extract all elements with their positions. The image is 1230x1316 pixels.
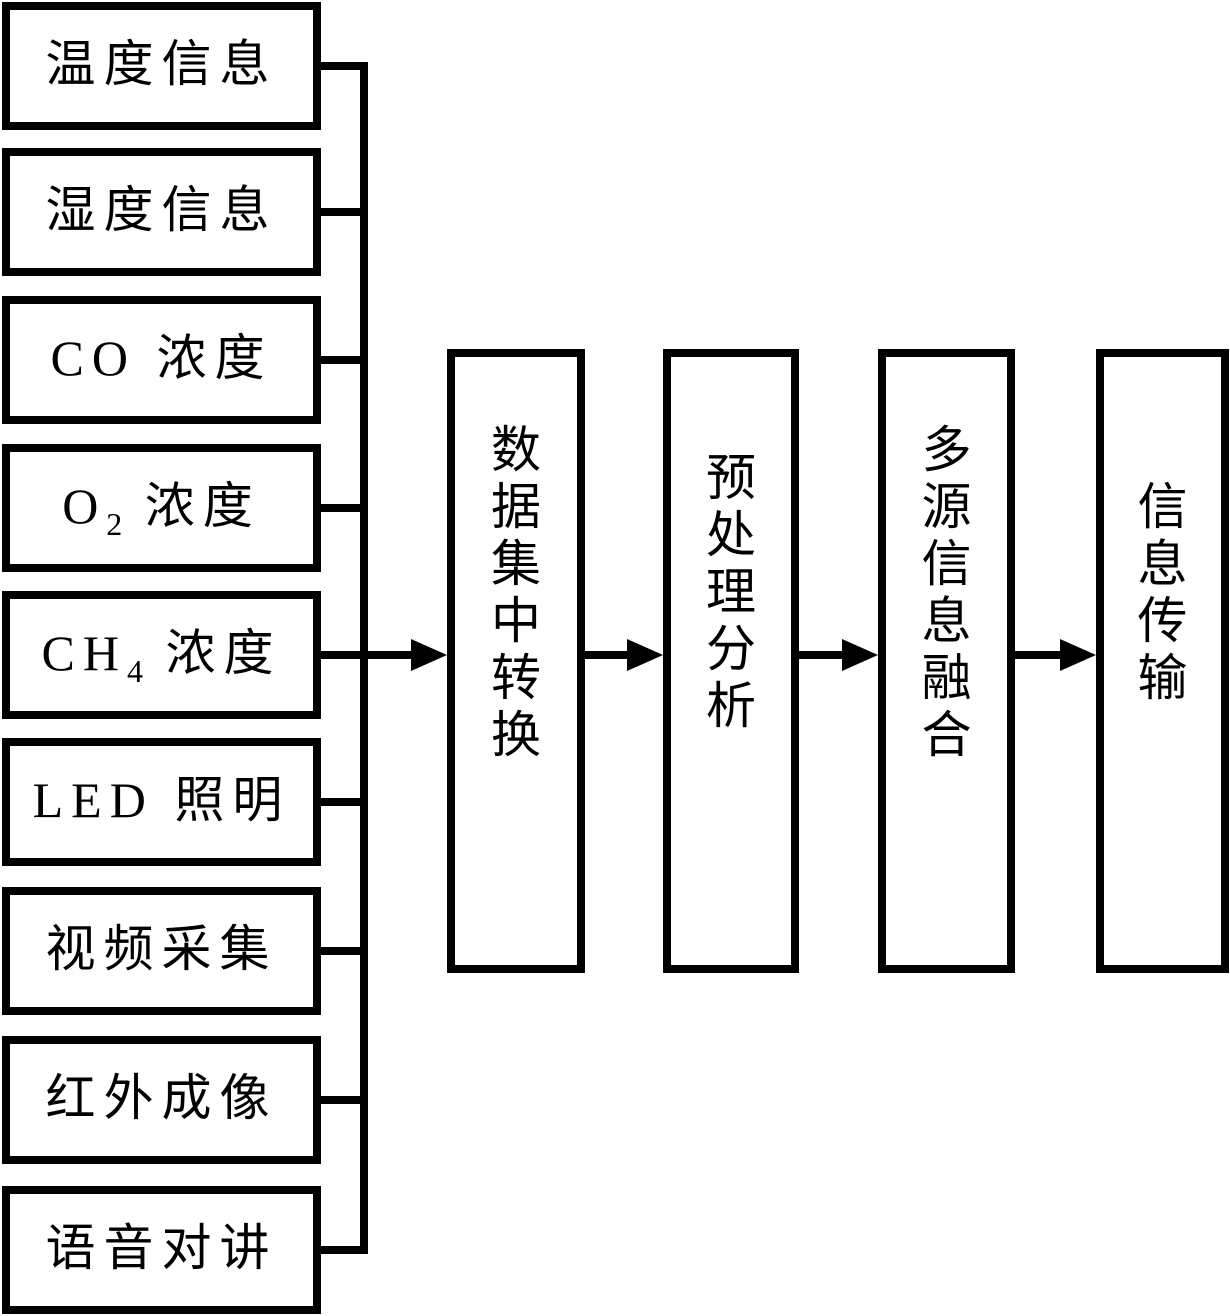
process-box-info-transmission: 信息传输 — [1096, 349, 1229, 973]
source-box-co-concentration: CO 浓度 — [2, 296, 321, 424]
arrow-1-line — [579, 651, 629, 659]
arrow-3-line — [1009, 651, 1062, 659]
source-box-infrared-imaging: 红外成像 — [2, 1036, 321, 1164]
source-box-label: CO 浓度 — [50, 329, 273, 386]
process-box-label: 多源信息融合 — [921, 422, 972, 763]
source-box-label: 湿度信息 — [45, 181, 278, 238]
source-box-o2-concentration: O2 浓度 — [2, 444, 321, 572]
process-box-multisource-fusion: 多源信息融合 — [878, 349, 1015, 973]
process-box-preprocessing-analysis: 预处理分析 — [663, 349, 799, 973]
arrow-1-head-icon — [627, 639, 663, 671]
stub-line-8 — [313, 1096, 368, 1104]
stub-line-3 — [313, 356, 368, 364]
source-box-temperature-info: 温度信息 — [2, 2, 321, 130]
source-box-label: 红外成像 — [45, 1069, 278, 1126]
source-box-label: 视频采集 — [45, 920, 278, 977]
arrow-2-line — [793, 651, 844, 659]
source-box-video-capture: 视频采集 — [2, 887, 321, 1015]
source-box-label: 温度信息 — [45, 35, 278, 92]
source-box-label: LED 照明 — [32, 771, 291, 828]
arrow-3-head-icon — [1060, 639, 1096, 671]
arrow-main-line — [313, 651, 413, 659]
process-box-label: 信息传输 — [1137, 479, 1188, 706]
stub-line-2 — [313, 208, 368, 216]
source-box-label: 语音对讲 — [45, 1219, 278, 1276]
process-box-label: 预处理分析 — [706, 450, 756, 734]
stub-line-4 — [313, 504, 368, 512]
process-box-label: 数据集中转换 — [491, 422, 541, 763]
source-box-label: CH4 浓度 — [41, 624, 282, 689]
arrow-2-head-icon — [842, 639, 878, 671]
stub-line-1 — [313, 62, 368, 70]
stub-line-7 — [313, 947, 368, 955]
source-box-label: O2 浓度 — [62, 477, 261, 542]
subscript: 4 — [126, 652, 145, 689]
source-box-voice-intercom: 语音对讲 — [2, 1186, 321, 1314]
process-box-data-conversion: 数据集中转换 — [447, 349, 585, 973]
source-box-led-lighting: LED 照明 — [2, 738, 321, 866]
stub-line-9 — [313, 1246, 368, 1254]
source-box-ch4-concentration: CH4 浓度 — [2, 591, 321, 719]
stub-line-6 — [313, 798, 368, 806]
source-box-humidity-info: 湿度信息 — [2, 148, 321, 276]
arrow-main-head-icon — [411, 639, 447, 671]
subscript: 2 — [106, 505, 125, 542]
